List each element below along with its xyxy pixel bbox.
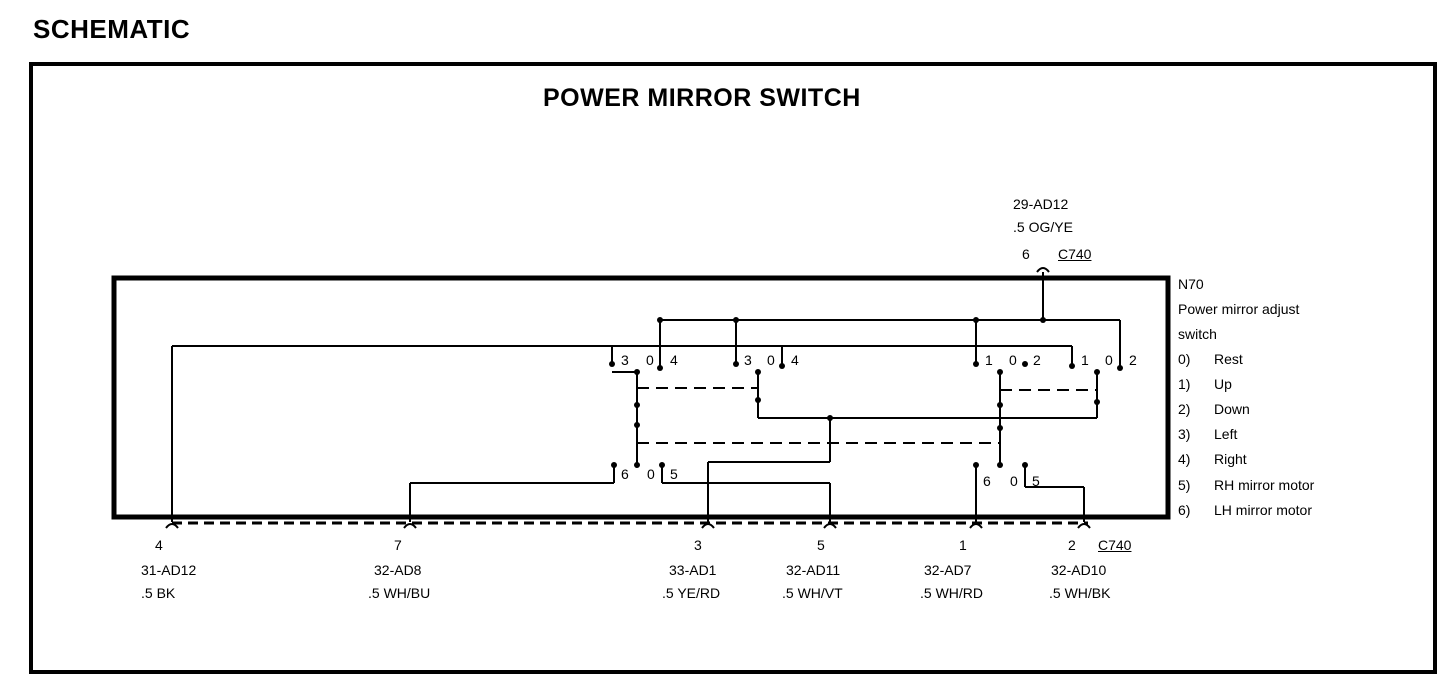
- bottom-pin-number: 5: [817, 537, 825, 553]
- diagram-title: POWER MIRROR SWITCH: [543, 84, 861, 112]
- top-wire-spec: .5 OG/YE: [1013, 219, 1073, 235]
- component-name-line2: switch: [1178, 326, 1217, 342]
- bottom-wire-spec: .5 WH/VT: [782, 585, 843, 601]
- legend-key: 0): [1178, 351, 1191, 367]
- bottom-pin-number: 3: [694, 537, 702, 553]
- legend-value: RH mirror motor: [1214, 477, 1315, 493]
- bottom-wire-spec: .5 WH/BK: [1049, 585, 1111, 601]
- bottom-wire-spec: .5 YE/RD: [662, 585, 721, 601]
- bottom-wire-spec: .5 WH/RD: [920, 585, 983, 601]
- legend-key: 3): [1178, 426, 1191, 442]
- wires: [171, 272, 1121, 522]
- linkages: [637, 387, 1097, 444]
- contact-label: 6: [983, 473, 991, 489]
- component-id: N70: [1178, 276, 1204, 292]
- bottom-connector-id: C740: [1098, 537, 1132, 553]
- bottom-pin-number: 1: [959, 537, 967, 553]
- bottom-wire-code: 31-AD12: [141, 562, 197, 578]
- legend-value: Rest: [1214, 351, 1243, 367]
- contact-label: 5: [1032, 473, 1040, 489]
- legend-value: Up: [1214, 376, 1232, 392]
- contact-label: 5: [670, 466, 678, 482]
- contact-label: 0: [1009, 352, 1017, 368]
- bottom-wire-code: 32-AD8: [374, 562, 422, 578]
- contact-label: 1: [1081, 352, 1089, 368]
- legend-key: 4): [1178, 451, 1191, 467]
- top-wire-code: 29-AD12: [1013, 196, 1069, 212]
- contact-label: 3: [621, 352, 629, 368]
- legend-key: 6): [1178, 502, 1191, 518]
- top-pin-number: 6: [1022, 246, 1030, 262]
- bottom-pin-number: 2: [1068, 537, 1076, 553]
- component-name-line1: Power mirror adjust: [1178, 301, 1300, 317]
- top-connector-id: C740: [1058, 246, 1092, 262]
- contact-label: 6: [621, 466, 629, 482]
- switch-body-frame: [111, 275, 1171, 520]
- pin-markers: [165, 267, 1091, 529]
- legend-key: 2): [1178, 401, 1191, 417]
- contact-label: 0: [646, 352, 654, 368]
- legend-key: 5): [1178, 477, 1191, 493]
- bottom-wire-code: 32-AD7: [924, 562, 972, 578]
- contact-label: 4: [791, 352, 799, 368]
- contact-label: 3: [744, 352, 752, 368]
- junction-dots: [609, 317, 1123, 468]
- bottom-wire-code: 32-AD11: [786, 562, 841, 578]
- legend-value: Right: [1214, 451, 1247, 467]
- legend-value: Left: [1214, 426, 1238, 442]
- bottom-wire-code: 33-AD1: [669, 562, 717, 578]
- outer-frame: [29, 62, 1437, 674]
- contact-label: 4: [670, 352, 678, 368]
- page-title: SCHEMATIC: [33, 14, 191, 44]
- bottom-wire-spec: .5 WH/BU: [368, 585, 431, 601]
- contact-label: 0: [647, 466, 655, 482]
- legend-value: LH mirror motor: [1214, 502, 1313, 518]
- contact-label: 0: [767, 352, 775, 368]
- contact-label: 0: [1010, 473, 1018, 489]
- bottom-wire-code: 32-AD10: [1051, 562, 1107, 578]
- contact-label: 0: [1105, 352, 1113, 368]
- contact-label: 2: [1129, 352, 1137, 368]
- legend-key: 1): [1178, 376, 1191, 392]
- contact-label: 2: [1033, 352, 1041, 368]
- bottom-wire-spec: .5 BK: [141, 585, 176, 601]
- legend-value: Down: [1214, 401, 1250, 417]
- contact-label: 1: [985, 352, 993, 368]
- bottom-pin-number: 4: [155, 537, 163, 553]
- bottom-pin-number: 7: [394, 537, 402, 553]
